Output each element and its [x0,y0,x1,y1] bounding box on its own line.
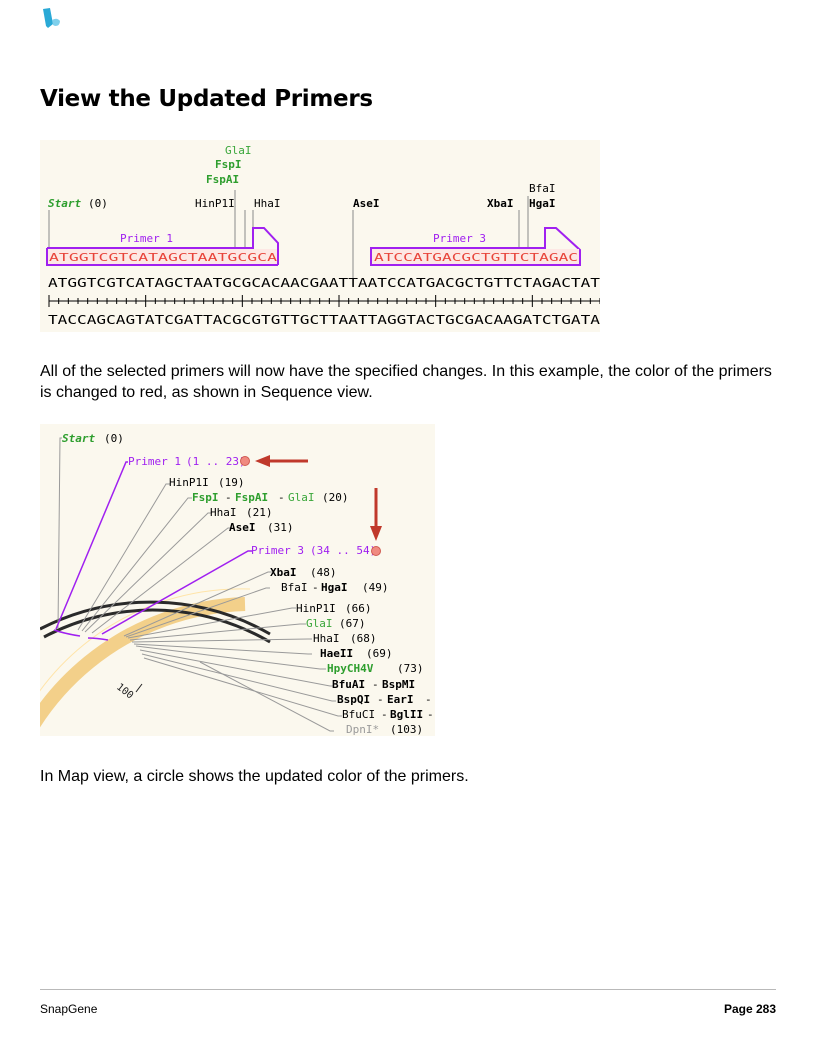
map-haeii: HaeII [320,647,353,660]
primer1-sequence: ATGGTCGTCATAGCTAATGCGCA [49,251,278,264]
map-hinp1i-66: HinP1I [296,602,336,615]
snapgene-logo [43,8,60,28]
footer-page-number: Page 283 [723,1002,776,1016]
arrow-primer3 [370,488,382,541]
map-pos31: (31) [267,521,294,534]
map-primer1-label: Primer 1 [128,455,181,468]
separator: - [425,693,432,706]
map-glai-67: GlaI [306,617,333,630]
primer3-sequence: ATCCATGACGCTGTTCTAGAC [374,251,578,264]
map-start-position: (0) [104,432,124,445]
primer3-label: Primer 3 [433,232,486,245]
separator: - [225,491,232,504]
map-bglii: BglII [390,708,423,721]
map-start-label: Start [62,432,95,445]
paragraph-map-view: In Map view, a circle shows the updated … [40,768,469,785]
primer1-label: Primer 1 [120,232,173,245]
enzyme-bfai: BfaI [529,182,556,195]
separator: - [377,693,384,706]
map-hinp1i-19: HinP1I [169,476,209,489]
separator: - [312,581,319,594]
bottom-strand: TACCAGCAGTATCGATTACGCGTGTTGCTTAATTAGGTAC… [48,313,600,327]
map-hpych4v: HpyCH4V [327,662,374,675]
map-hhai-68: HhaI [313,632,340,645]
enzyme-hinp1i: HinP1I [195,197,235,210]
map-fspai: FspAI [235,491,268,504]
separator: - [427,708,434,721]
enzyme-xbai: XbaI [487,197,514,210]
top-strand: ATGGTCGTCATAGCTAATGCGCACAACGAATTAATCCATG… [48,276,600,290]
enzyme-hhai: HhaI [254,197,281,210]
map-bfuai: BfuAI [332,678,365,691]
start-label: Start [48,197,81,210]
map-hgai: HgaI [321,581,348,594]
map-bspqi: BspQI [337,693,370,706]
map-pos20: (20) [322,491,349,504]
map-glai: GlaI [288,491,315,504]
map-hhai-21: HhaI [210,506,237,519]
start-position: (0) [88,197,108,210]
map-primer3-label: Primer 3 [251,544,304,557]
map-pos48: (48) [310,566,337,579]
separator: - [372,678,379,691]
map-pos21: (21) [246,506,273,519]
map-pos103: (103) [390,723,423,736]
map-bfuci: BfuCI [342,708,375,721]
map-bfai: BfaI [281,581,308,594]
map-primer3-range: (34 .. 54) [310,544,376,557]
map-pos67: (67) [339,617,366,630]
page-title: View the Updated Primers [40,86,373,112]
map-primer1-range: (1 .. 23) [186,455,246,468]
map-xbai: XbaI [270,566,297,579]
map-view-figure: 100 Start [40,424,435,736]
enzyme-glai: GlaI [225,144,252,157]
enzyme-fspai: FspAI [206,173,239,186]
map-bspmi: BspMI [382,678,415,691]
map-pos69: (69) [366,647,393,660]
map-pos73: (73) [397,662,424,675]
enzyme-hgai: HgaI [529,197,556,210]
map-pos19: (19) [218,476,245,489]
arrow-primer1 [255,455,308,467]
map-pos49: (49) [362,581,389,594]
map-eari: EarI [387,693,414,706]
map-fspi: FspI [192,491,219,504]
footer-divider [40,989,776,990]
map-asei: AseI [229,521,256,534]
footer-product: SnapGene [40,1002,98,1016]
map-pos66: (66) [345,602,372,615]
primer3-color-marker [371,546,381,556]
map-pos68: (68) [350,632,377,645]
tick-100: 100 [114,682,135,702]
separator: - [278,491,285,504]
enzyme-asei: AseI [353,197,380,210]
map-dpni: DpnI* [346,723,379,736]
enzyme-fspi: FspI [215,158,242,171]
paragraph-sequence-view: All of the selected primers will now hav… [40,363,772,401]
sequence-view-figure: GlaI FspI FspAI Start (0) HinP1I HhaI As… [40,140,601,332]
separator: - [381,708,388,721]
primer1-color-marker [240,456,250,466]
